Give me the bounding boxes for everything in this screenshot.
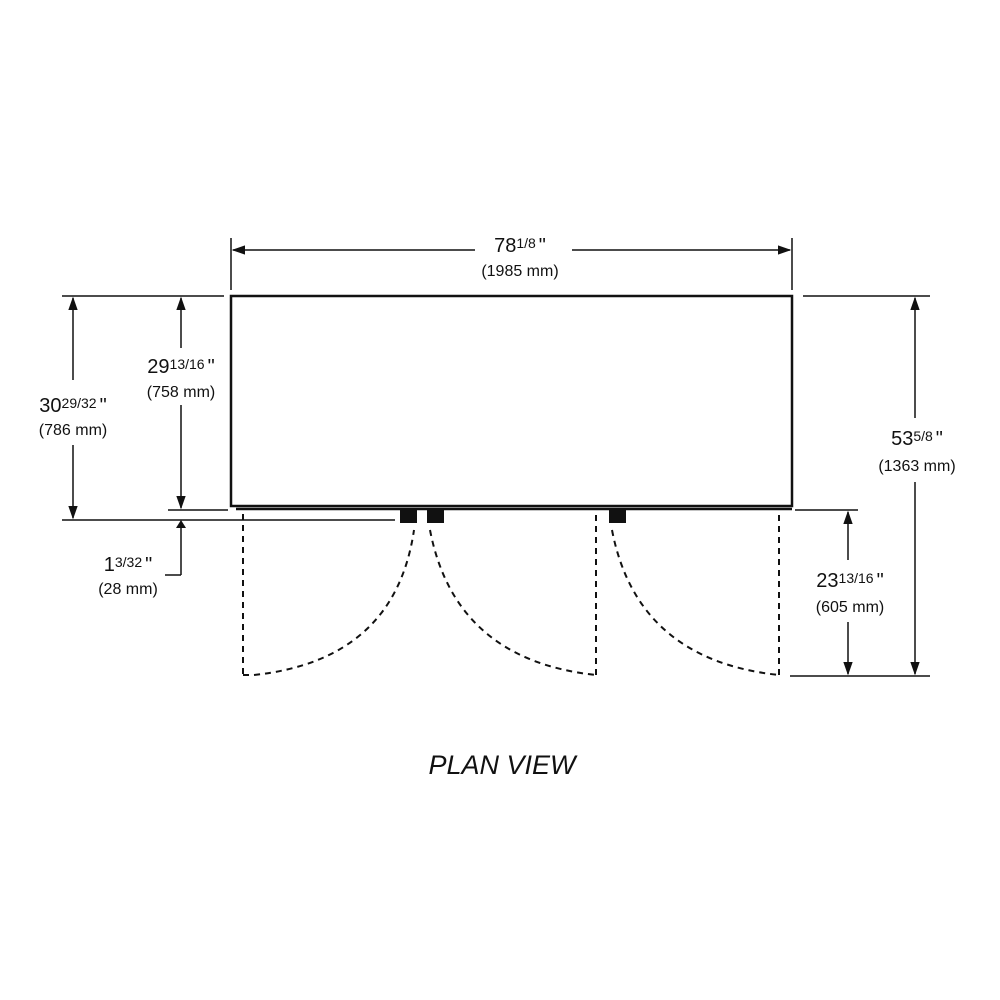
width-dimension-metric: (1985 mm) <box>481 263 558 280</box>
right-extension-lines <box>790 295 930 677</box>
hinge-center <box>427 510 444 523</box>
hinge-left <box>400 510 417 523</box>
handle-depth-arrow <box>176 520 186 528</box>
width-dimension-label: 781/8" <box>494 235 546 257</box>
handle-depth-dimension-lines <box>165 526 182 576</box>
handle-depth-metric: (28 mm) <box>98 581 158 598</box>
door-swing-metric: (605 mm) <box>816 599 884 616</box>
cabinet-depth-label: 2913/16" <box>147 356 214 378</box>
overall-depth-label: 3029/32" <box>39 395 106 417</box>
cabinet-depth-metric: (758 mm) <box>147 384 215 401</box>
view-title: PLAN VIEW <box>428 750 578 780</box>
overall-depth-metric: (786 mm) <box>39 422 107 439</box>
left-extension-lines <box>62 295 395 521</box>
door-clearance-label: 535/8" <box>891 428 943 450</box>
door-swing-right <box>611 514 780 676</box>
width-dimension-lines <box>230 238 793 290</box>
hinge-right <box>609 510 626 523</box>
door-swing-center <box>429 514 597 676</box>
handle-depth-label: 13/32" <box>104 554 152 576</box>
door-swing-left <box>242 514 415 676</box>
cabinet-outline <box>229 294 794 508</box>
door-clearance-metric: (1363 mm) <box>878 458 955 475</box>
door-swing-label: 2313/16" <box>816 570 883 592</box>
